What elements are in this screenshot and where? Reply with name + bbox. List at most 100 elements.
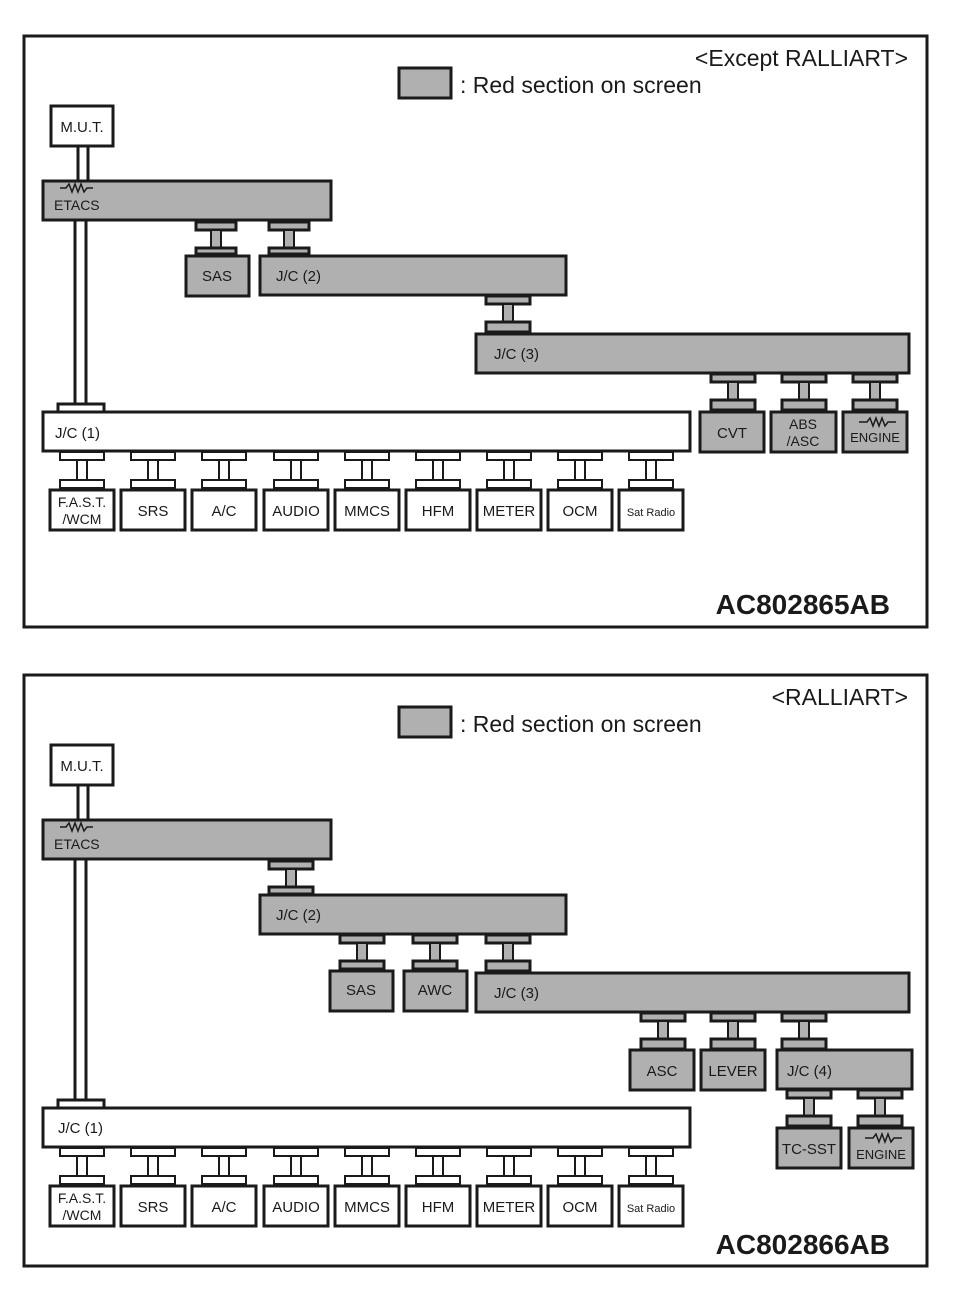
sas-label: SAS [346, 982, 376, 999]
connector [130, 451, 176, 461]
jc1-child-node: OCM [546, 451, 614, 532]
connector [415, 451, 461, 461]
sas-node: SAS [328, 969, 395, 1013]
connector [201, 1175, 247, 1185]
legend-swatch [397, 705, 453, 739]
mut-node: M.U.T. [49, 104, 115, 148]
connector [645, 1155, 657, 1177]
sas-label: SAS [202, 268, 232, 285]
engine-node: ENGINE [841, 410, 909, 454]
connector [361, 459, 373, 481]
diagram-code: AC802866AB [716, 1229, 890, 1260]
jc1-child-node: HFM [404, 1147, 472, 1228]
node-box [475, 1184, 543, 1228]
jc1-node: J/C (1) [41, 1098, 692, 1149]
awc-label: AWC [418, 982, 453, 999]
mut-node: M.U.T. [49, 743, 115, 787]
connector [486, 479, 532, 489]
jc1-child-node: HFM [404, 451, 472, 532]
connector [557, 1147, 603, 1157]
connector [76, 459, 88, 481]
node-label: /WCM [63, 511, 102, 527]
resistor-icon [60, 820, 93, 834]
asc-label: /ASC [787, 433, 820, 449]
connector [273, 479, 319, 489]
connector [59, 451, 105, 461]
jc1-child-node: F.A.S.T./WCM [48, 451, 116, 532]
connector [130, 479, 176, 489]
node-label: SRS [138, 1199, 169, 1216]
jc4-node: J/C (4) [775, 1048, 914, 1091]
connector [59, 1147, 105, 1157]
resistor-icon [859, 415, 896, 429]
diagram-frame [22, 34, 929, 629]
connector [344, 1147, 390, 1157]
node-label: A/C [211, 1199, 236, 1216]
jc1-label: J/C (1) [55, 425, 100, 442]
connectors [709, 372, 899, 412]
connector [218, 459, 230, 481]
node-box [119, 488, 187, 532]
node-box [262, 1184, 330, 1228]
connector [290, 1155, 302, 1177]
mut-label: M.U.T. [60, 119, 103, 136]
connector [59, 479, 105, 489]
jc1-child-node: METER [475, 451, 543, 532]
jc2-node: J/C (2) [258, 254, 568, 297]
node-label: HFM [422, 1199, 455, 1216]
node-label: /WCM [63, 1207, 102, 1223]
node-label: HFM [422, 503, 455, 520]
legend-text: : Red section on screen [460, 72, 702, 98]
jc1-child-node: MMCS [333, 451, 401, 532]
connector [503, 459, 515, 481]
engine-label: ENGINE [850, 430, 900, 445]
connector [574, 459, 586, 481]
node-box [617, 1184, 685, 1228]
node-label: A/C [211, 503, 236, 520]
diagram-except-ralliart: <Except RALLIART> : Red section on scree… [22, 34, 929, 629]
node-label: MMCS [344, 1199, 390, 1216]
jc1-child-node: METER [475, 1147, 543, 1228]
engine-node: ENGINE [847, 1126, 915, 1170]
connectors [194, 220, 311, 256]
jc1-child-node: SRS [119, 1147, 187, 1228]
jc1-child-node: AUDIO [262, 451, 330, 532]
node-box [333, 1184, 401, 1228]
jc2-label: J/C (2) [276, 268, 321, 285]
connectors [484, 294, 532, 334]
node-box [404, 488, 472, 532]
node-label: Sat Radio [627, 1203, 675, 1215]
diagram-ralliart: <RALLIART> : Red section on screen M.U.T… [22, 673, 929, 1268]
connector [628, 1147, 674, 1157]
node-label: MMCS [344, 503, 390, 520]
node-label: F.A.S.T. [58, 494, 106, 510]
connectors [785, 1088, 904, 1128]
connector [201, 479, 247, 489]
connector [59, 1175, 105, 1185]
connectors [338, 933, 532, 973]
node-label: METER [483, 1199, 536, 1216]
jc3-node: J/C (3) [474, 332, 911, 375]
variant-label: <Except RALLIART> [695, 45, 908, 71]
connector [273, 451, 319, 461]
connector [218, 1155, 230, 1177]
node-box [190, 1184, 258, 1228]
lever-node: LEVER [699, 1048, 767, 1092]
connector [503, 1155, 515, 1177]
jc3-label: J/C (3) [494, 346, 539, 363]
node-box [262, 488, 330, 532]
connector [628, 1175, 674, 1185]
sas-node: SAS [184, 254, 251, 298]
diagram-code: AC802865AB [716, 589, 890, 620]
jc4-label: J/C (4) [787, 1063, 832, 1080]
connector [201, 1147, 247, 1157]
node-label: METER [483, 503, 536, 520]
node-label: AUDIO [272, 1199, 320, 1216]
node-box [617, 488, 685, 532]
connector [628, 451, 674, 461]
abs-label: ABS [789, 416, 817, 432]
etacs-label: ETACS [54, 197, 100, 213]
connector [645, 459, 657, 481]
connector [486, 451, 532, 461]
node-box [190, 488, 258, 532]
